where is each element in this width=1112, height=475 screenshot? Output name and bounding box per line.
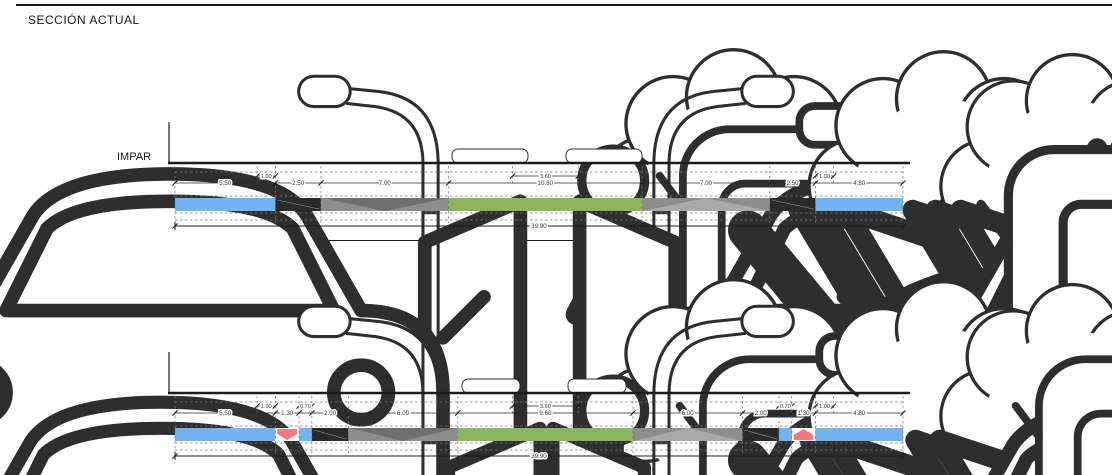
dimension-label: 0.70 [300,404,311,410]
bike-lane-arrow [793,429,814,440]
dimension-tick [509,173,516,179]
parking-band-texture [277,199,320,210]
planter [565,148,643,164]
band-sidewalk-par [815,428,903,441]
dimension-tick [172,180,178,186]
band-buffer-par [778,428,792,441]
dimension-label: 9.60 [539,410,552,417]
sub-dimension-label: 3.60 [540,174,551,180]
dimension-tick [308,410,315,416]
sub-dimension-label: 1.00 [261,404,272,410]
dimension-label: 2.50 [787,180,800,187]
dimension-label: 2.50 [292,180,305,187]
bike-lane-arrow [277,429,298,440]
dimension-label: 1.30 [281,410,294,417]
dimension-label: 6.00 [397,410,410,417]
dimension-tick [575,403,582,409]
dimension-tick [296,410,303,416]
dimension-tick [272,403,279,409]
total-dimension-label: 39.90 [531,223,547,230]
diagram-propuesta: 5.50 1.30 0.70 2.00 6.00 9.60 6.00 2.00 0.70 1.30… [168,391,910,462]
dimension-tick [272,173,279,179]
dimension-tick [254,173,261,179]
sub-dimension-label: 1.00 [261,174,272,180]
dimension-label: 1.30 [798,410,811,417]
dimension-tick [812,410,819,416]
top-border-line [16,4,1112,6]
dimension-tick [739,410,746,416]
sub-dimension-label: 1.00 [819,404,830,410]
total-dimension-label: 39.90 [531,453,547,460]
scene-actual [0,49,1112,475]
dimension-tick [900,453,906,459]
dimension-tick [296,403,303,409]
road-camber-shade [643,198,769,211]
dimension-tick [172,453,178,459]
dimension-tick [830,173,837,179]
dimension-label: 7.00 [700,180,713,187]
dimension-tick [575,173,582,179]
dimension-tick [639,180,646,186]
scene-propuesta [0,279,1112,475]
planter [461,378,521,394]
road-camber-shade [321,198,448,211]
dimension-tick [172,223,178,229]
dimension-tick [345,410,352,416]
dimension-label: 7.00 [379,180,392,187]
dimension-tick [900,223,906,229]
dimension-label: 0.70 [780,404,791,410]
dimension-tick [775,410,782,416]
parking-band-texture [313,429,347,440]
dimension-tick [509,403,516,409]
dimension-tick [775,403,782,409]
band-sidewalk-impar [175,198,276,211]
dimension-tick [254,403,261,409]
section-divider-line [24,240,1090,241]
dimension-tick [272,180,279,186]
dimension-label: 10.60 [538,180,554,187]
section-title-actual: SECCIÓN ACTUAL [28,13,140,27]
parking-band-texture [771,199,814,210]
dimension-label: 6.00 [682,410,695,417]
dimension-tick [830,403,837,409]
dimension-tick [172,410,178,416]
dimension-label: 5.50 [219,410,232,417]
dimension-tick [272,410,279,416]
planter [451,148,529,164]
planter [567,378,627,394]
dimension-tick [900,180,906,186]
left-side-label-actual: IMPAR [117,151,152,163]
diagram-actual: 5.50 2.50 7.00 10.60 7.00 2.50 4.80 1.00 3.60 1.0… [168,161,910,232]
road-camber-shade [349,428,457,441]
dimension-tick [445,180,452,186]
dimension-tick [812,180,819,186]
band-median [457,428,633,441]
dimension-tick [630,410,636,416]
dimension-label: 5.50 [219,180,232,187]
sub-dimension-label: 1.00 [819,174,830,180]
dimension-label: 2.00 [755,410,768,417]
dimension-label: 4.80 [853,180,866,187]
dimension-tick [318,180,324,186]
dimension-tick [308,403,315,409]
dimension-tick [812,403,819,409]
dimension-label: 2.00 [324,410,337,417]
sub-dimension-label: 3.60 [540,404,551,410]
band-buffer-impar [299,428,312,441]
dimension-tick [900,410,906,416]
band-sidewalk-par [815,198,903,211]
road-camber-shade [633,428,742,441]
parking-band-texture [744,429,778,440]
band-median [448,198,643,211]
dimension-tick [788,403,795,409]
dimension-tick [812,173,819,179]
dimension-tick [454,410,461,416]
dimension-label: 4.80 [853,410,866,417]
dimension-tick [766,180,773,186]
dimension-tick [788,410,795,416]
band-sidewalk-impar [175,428,276,441]
